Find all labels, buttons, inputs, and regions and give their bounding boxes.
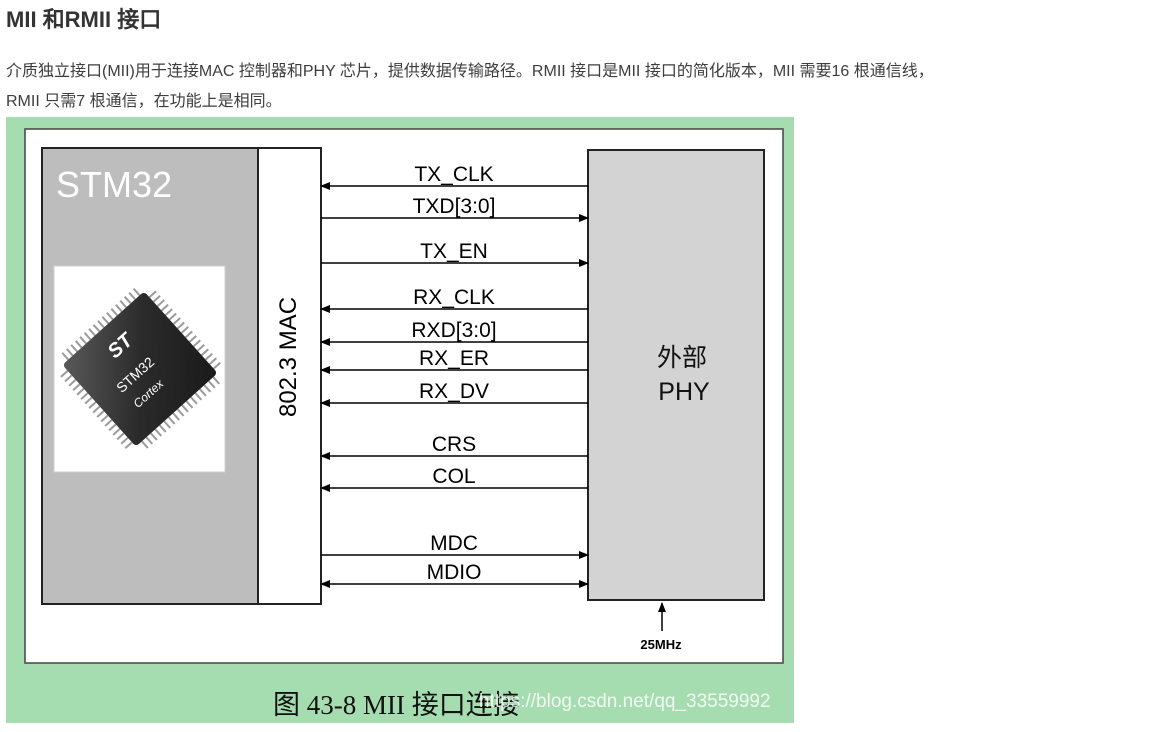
chip-pin — [128, 291, 136, 301]
chip-pin — [190, 396, 198, 405]
chip-pin — [180, 326, 189, 334]
chip-pin — [172, 317, 181, 325]
stm32-label: STM32 — [56, 164, 172, 205]
chip-pin — [196, 344, 205, 352]
chip-pin — [132, 287, 141, 297]
chip-pin — [208, 380, 216, 389]
chip-pin — [112, 428, 121, 436]
chip-pin — [188, 335, 197, 343]
chip-pin — [204, 352, 213, 361]
mac-block — [257, 147, 322, 605]
section-heading: MII 和RMII 接口 — [6, 7, 162, 32]
chip-pins — [60, 287, 222, 449]
chip-pin — [92, 405, 101, 414]
chip-pin — [160, 303, 169, 312]
chip-pin — [83, 332, 92, 341]
phy-label-line-1: 外部 — [657, 344, 707, 372]
chip-pin — [80, 392, 89, 400]
signal-label: TXD[3:0] — [413, 195, 496, 218]
chip-pin — [203, 384, 212, 393]
chip-pin — [70, 344, 78, 353]
signal-label: RX_ER — [419, 347, 489, 370]
chip-pin — [108, 423, 117, 432]
chip-pin — [104, 419, 113, 427]
chip-pin — [110, 308, 119, 317]
chip-pin — [64, 374, 73, 383]
chip-pin — [200, 348, 209, 356]
chip-pin — [120, 437, 129, 445]
chip-pin — [61, 352, 70, 361]
signal-label: TX_CLK — [414, 163, 493, 186]
figure-caption: 图 43-8 MII 接口连接 — [273, 690, 520, 720]
signal-lines: TX_CLK TXD[3:0] TX_EN RX_CLK RXD[3:0] RX_ER RX… — [320, 163, 589, 588]
signal-label: RX_DV — [419, 380, 489, 403]
description-paragraph: 介质独立接口(MII)用于连接MAC 控制器和PHY 芯片，提供数据传输路径。R… — [6, 57, 1166, 117]
chip-pin — [163, 420, 171, 429]
mii-interface-figure: STM32 ST STM32 Cortex 802.3 MAC 外部 PHY T… — [6, 117, 794, 723]
signal-label: MDC — [430, 532, 478, 555]
chip-pin — [152, 294, 161, 303]
chip-pin — [212, 361, 222, 370]
chip-pin — [158, 424, 167, 433]
chip-pin — [185, 400, 194, 409]
chip-pin — [181, 404, 189, 413]
chip-pin — [124, 441, 133, 449]
chip-pin — [176, 321, 185, 330]
chip-pin — [65, 348, 74, 357]
chip-pin — [84, 396, 93, 405]
signal-label: CRS — [432, 433, 476, 456]
phy-block — [587, 149, 765, 601]
chip-pin — [74, 340, 83, 349]
signal-label: RX_CLK — [413, 286, 495, 309]
chip-pin — [164, 308, 173, 316]
signal-label: RXD[3:0] — [411, 319, 496, 342]
signal-label: COL — [432, 465, 475, 488]
paragraph-line-1: 介质独立接口(MII)用于连接MAC 控制器和PHY 芯片，提供数据传输路径。R… — [6, 63, 934, 80]
chip-pin — [208, 357, 218, 365]
mac-label: 802.3 MAC — [275, 297, 302, 417]
chip-pin — [68, 379, 77, 387]
chip-pin — [101, 316, 110, 325]
clock-label: 25MHz — [640, 637, 682, 652]
chip-pin — [76, 387, 85, 396]
watermark: https://blog.csdn.net/qq_33559992 — [479, 691, 771, 712]
signal-label: MDIO — [427, 561, 482, 584]
chip-pin — [115, 304, 123, 313]
paragraph-line-2: RMII 只需7 根通信，在功能上是相同。 — [6, 93, 282, 110]
chip-pin — [156, 299, 165, 307]
chip-pin — [141, 440, 149, 449]
chip-pin — [97, 320, 105, 329]
chip-pin — [116, 432, 125, 441]
phy-label-line-2: PHY — [658, 378, 710, 406]
signal-label: TX_EN — [420, 240, 488, 263]
chip-pin — [199, 388, 207, 397]
chip-pin — [88, 401, 97, 409]
chip-pin — [192, 339, 201, 348]
chip-pin — [119, 300, 127, 309]
chip-pin — [172, 412, 180, 421]
chip-pin — [60, 370, 69, 378]
chip-pin — [123, 296, 132, 305]
chip-pin — [167, 416, 176, 425]
chip-pin — [79, 336, 87, 345]
stm32-chip-photo: ST STM32 Cortex — [53, 265, 226, 473]
chip-pin — [100, 414, 109, 423]
chip-pin — [72, 383, 81, 392]
chip-pin — [212, 376, 220, 385]
chip-pin — [145, 436, 154, 445]
chip-pin — [92, 324, 101, 333]
chip-pin — [184, 330, 193, 339]
chip-pin — [96, 410, 105, 418]
chip-pin — [148, 290, 157, 299]
chip-pin — [106, 312, 114, 321]
chip-pin — [194, 392, 203, 401]
chip-pin — [154, 428, 163, 437]
chip-pin — [150, 432, 158, 441]
chip-pin — [168, 312, 177, 321]
chip-pin — [176, 408, 185, 417]
chip-pin — [88, 328, 96, 337]
mii-diagram: STM32 ST STM32 Cortex 802.3 MAC 外部 PHY T… — [24, 128, 784, 720]
